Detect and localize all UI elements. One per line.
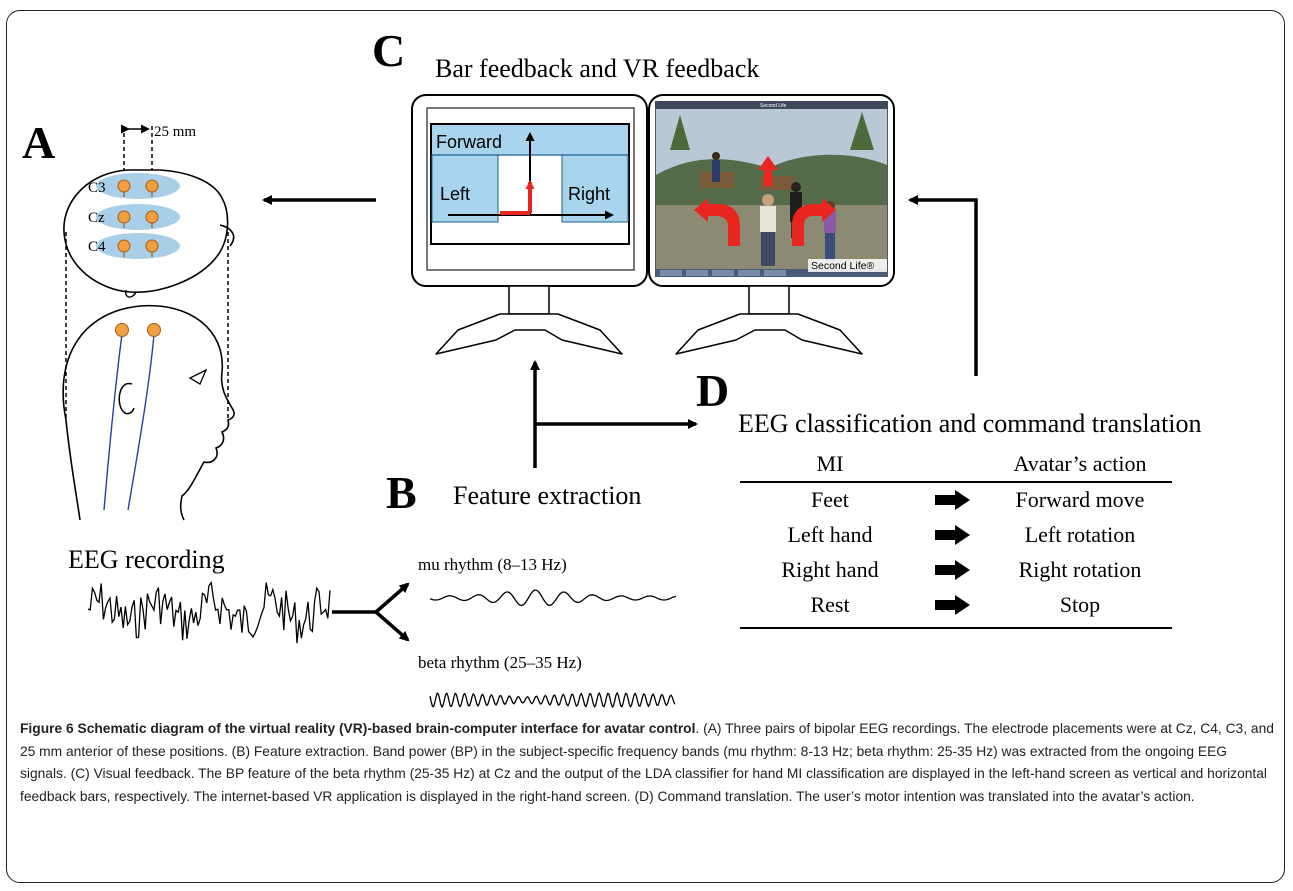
- electrodes-top: [117, 179, 159, 253]
- col-header-mi: MI: [817, 451, 844, 476]
- bar-label-forward: Forward: [436, 132, 502, 152]
- eeg-recording-label: EEG recording: [68, 545, 225, 574]
- scalp-patch-cz: [96, 204, 180, 230]
- row-mi: Rest: [810, 592, 849, 617]
- panel-d-letter: D: [696, 365, 729, 416]
- vr-feedback-monitor: Second Life Second Life®: [648, 94, 895, 355]
- beta-rhythm-label: beta rhythm (25–35 Hz): [418, 653, 582, 672]
- table-row: Rest Stop: [810, 592, 1100, 617]
- caption-title: Figure 6 Schematic diagram of the virtua…: [20, 721, 696, 736]
- table-row: Right hand Right rotation: [781, 557, 1141, 582]
- row-arrow-icon: [935, 490, 970, 510]
- electrode-side-1: [115, 323, 129, 337]
- mu-rhythm-trace: [429, 589, 677, 607]
- col-header-action: Avatar’s action: [1014, 451, 1147, 476]
- vr-left-arrow: [694, 198, 740, 246]
- panel-b-title: Feature extraction: [453, 481, 641, 510]
- vr-watermark: Second Life®: [811, 260, 874, 272]
- panel-c-letter: C: [372, 25, 405, 76]
- row-arrow-icon: [935, 595, 970, 615]
- row-mi: Feet: [811, 487, 849, 512]
- caption-body: . (A) Three pairs of bipolar EEG recordi…: [20, 721, 1274, 804]
- figure-caption: Figure 6 Schematic diagram of the virtua…: [20, 718, 1275, 808]
- table-row: Left hand Left rotation: [788, 522, 1136, 547]
- row-arrow-icon: [935, 525, 970, 545]
- scalp-patch-c4: [96, 233, 180, 259]
- arrow-classifier-to-vr: [908, 195, 978, 376]
- bar-label-right: Right: [568, 184, 610, 204]
- panel-b: B Feature extraction EEG recording mu rh…: [68, 467, 677, 709]
- panel-c: C Bar feedback and VR feedback Forward L…: [372, 25, 895, 355]
- mu-rhythm-label: mu rhythm (8–13 Hz): [418, 555, 567, 574]
- electrode-spacing-marker: 25 mm: [121, 124, 196, 188]
- row-mi: Right hand: [781, 557, 878, 582]
- command-table: MI Avatar’s action Feet Forward move Lef…: [740, 451, 1172, 629]
- head-top-view: C3 Cz C4: [63, 169, 235, 298]
- panel-a: A 25 mm C3 Cz C4: [22, 117, 235, 521]
- spacing-label: 25 mm: [154, 124, 196, 140]
- panel-d: D EEG classification and command transla…: [696, 365, 1202, 629]
- electrode-label-c3: C3: [88, 180, 106, 196]
- electrode-side-2: [147, 323, 161, 337]
- raw-eeg-trace: [87, 580, 331, 644]
- vr-right-arrow: [792, 198, 836, 246]
- table-row: Feet Forward move: [811, 487, 1144, 512]
- vr-window-title: Second Life: [760, 103, 787, 109]
- row-action: Stop: [1060, 592, 1100, 617]
- row-action: Right rotation: [1019, 557, 1142, 582]
- bar-label-left: Left: [440, 184, 470, 204]
- scalp-patch-c3: [96, 173, 180, 199]
- row-action: Forward move: [1016, 487, 1145, 512]
- row-action: Left rotation: [1025, 522, 1136, 547]
- panel-d-title: EEG classification and command translati…: [738, 409, 1202, 438]
- head-side-view: [62, 304, 235, 521]
- electrode-label-cz: Cz: [88, 210, 105, 226]
- panel-a-letter: A: [22, 117, 55, 168]
- signal-split-arrow: [332, 582, 410, 642]
- row-arrow-icon: [935, 560, 970, 580]
- panel-b-letter: B: [386, 467, 417, 518]
- vr-forward-arrow: [758, 156, 778, 186]
- electrode-label-c4: C4: [88, 239, 106, 255]
- beta-rhythm-trace: [429, 691, 676, 709]
- panel-c-title: Bar feedback and VR feedback: [435, 54, 759, 83]
- bar-feedback-monitor: Forward Left Right: [411, 94, 648, 355]
- row-mi: Left hand: [788, 522, 873, 547]
